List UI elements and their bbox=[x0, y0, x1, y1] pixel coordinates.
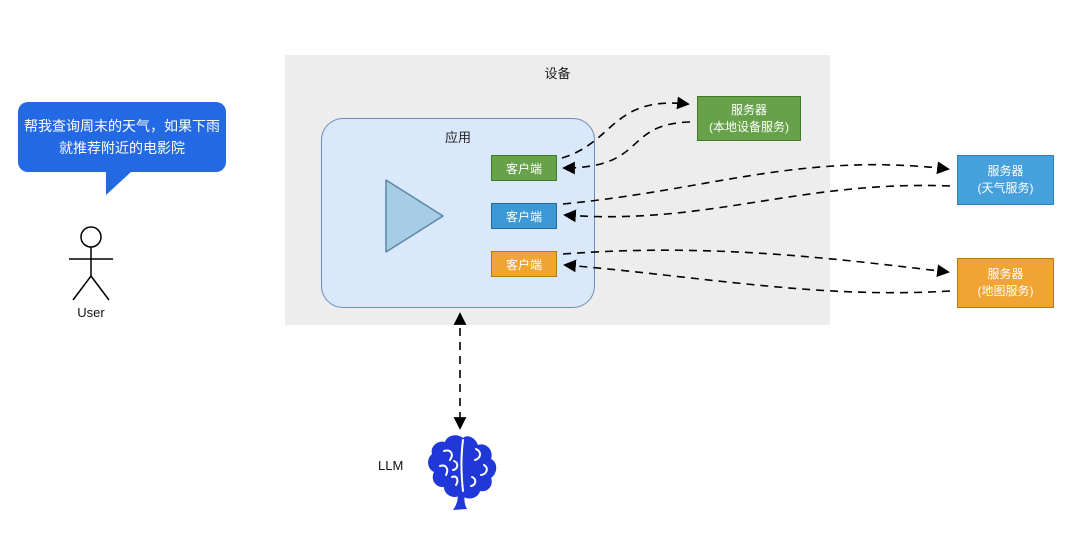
server-weather-title: 服务器 bbox=[987, 164, 1024, 178]
client-box-map: 客户端 bbox=[491, 251, 557, 277]
app-label: 应用 bbox=[444, 130, 471, 145]
brain-icon bbox=[428, 435, 497, 510]
llm-label: LLM bbox=[378, 458, 404, 473]
server-weather: 服务器 (天气服务) bbox=[957, 155, 1054, 205]
speech-bubble-line-2: 就推荐附近的电影院 bbox=[59, 140, 185, 156]
server-local-title: 服务器 bbox=[730, 102, 767, 117]
device-label: 设备 bbox=[544, 66, 571, 81]
speech-bubble-tail bbox=[106, 171, 132, 195]
user-speech-bubble: 帮我查询周末的天气，如果下雨 就推荐附近的电影院 bbox=[18, 102, 226, 195]
server-map-title: 服务器 bbox=[987, 267, 1024, 281]
speech-bubble-line-1: 帮我查询周末的天气，如果下雨 bbox=[24, 118, 220, 134]
server-weather-subtitle: (天气服务) bbox=[977, 181, 1034, 195]
play-icon bbox=[385, 179, 444, 253]
user-figure-icon bbox=[69, 226, 113, 301]
server-map: 服务器 (地图服务) bbox=[957, 258, 1054, 308]
server-local-device: 服务器 (本地设备服务) bbox=[697, 96, 801, 141]
client-box-local-device: 客户端 bbox=[491, 155, 557, 181]
user-label: User bbox=[77, 305, 105, 320]
client-box-weather: 客户端 bbox=[491, 203, 557, 229]
server-local-subtitle: (本地设备服务) bbox=[709, 119, 789, 134]
server-map-subtitle: (地图服务) bbox=[977, 284, 1034, 298]
